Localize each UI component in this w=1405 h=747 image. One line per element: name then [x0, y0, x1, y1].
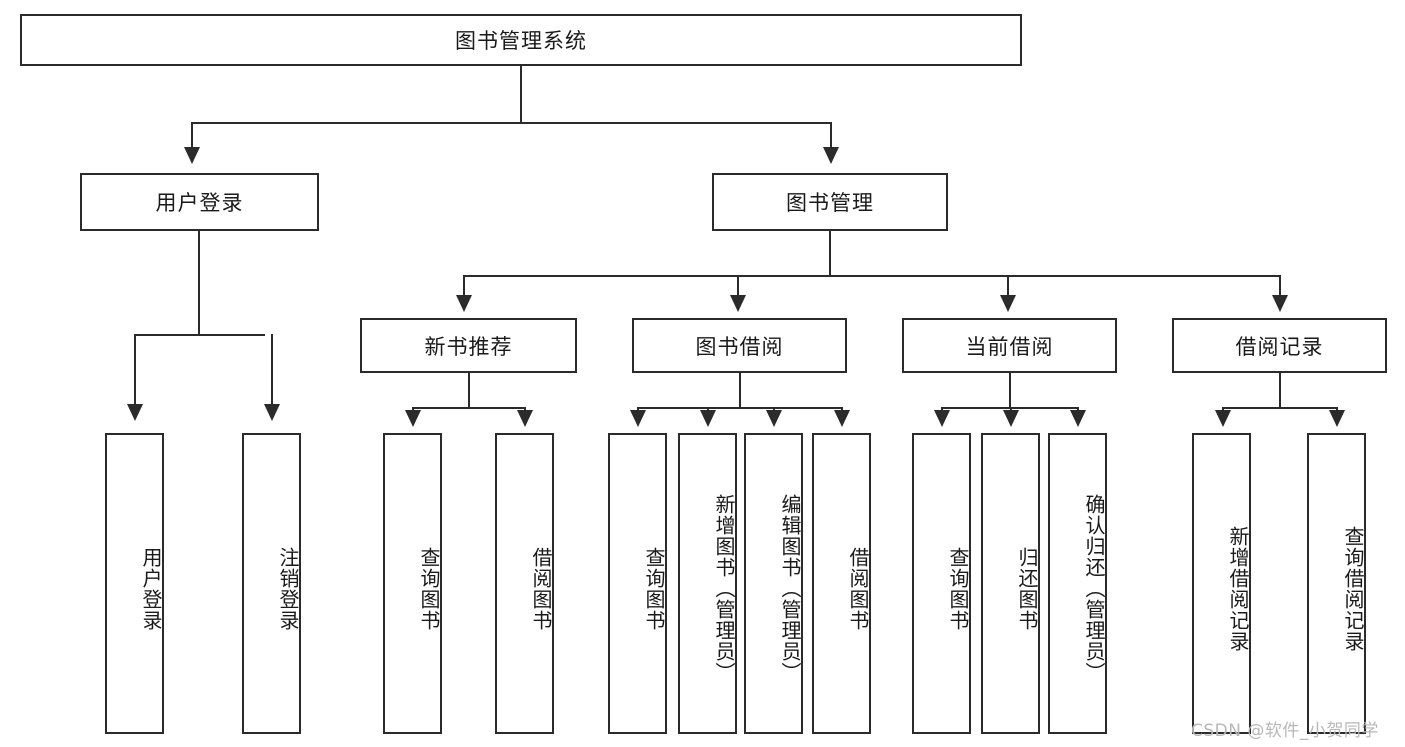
connector-borrow-record-bus: [1222, 407, 1338, 409]
node-current-borrow[interactable]: 当前借阅: [902, 318, 1117, 373]
node-label: 确认归还（管理员）: [1082, 494, 1106, 683]
connector-drop-borrow-record: [1279, 275, 1281, 297]
connector-drop-leaf-borrow-book-1: [524, 407, 526, 412]
node-leaf-return-book[interactable]: 归还图书: [981, 433, 1040, 734]
connector-drop-leaf-confirm-return: [1077, 407, 1079, 412]
connector-drop-leaf-borrow-book-2: [841, 407, 843, 412]
arrowhead-leaf-borrow-book-1: [517, 410, 533, 427]
connector-user-login-stem: [198, 231, 200, 335]
node-label: 用户登录: [139, 546, 163, 631]
node-book-management[interactable]: 图书管理: [712, 173, 948, 231]
node-leaf-borrow-book-1[interactable]: 借阅图书: [495, 433, 554, 734]
connector-level1-bus: [191, 122, 832, 124]
connector-drop-leaf-logout-login: [271, 334, 273, 406]
connector-new-book-recommend-bus: [412, 407, 526, 409]
arrowhead-leaf-query-record: [1329, 410, 1345, 427]
node-leaf-query-book-1[interactable]: 查询图书: [383, 433, 442, 734]
node-label: 新书推荐: [424, 334, 513, 359]
arrowhead-borrow-record: [1272, 295, 1288, 312]
node-label: 注销登录: [276, 546, 300, 631]
connector-user-login-bus: [134, 334, 265, 336]
arrowhead-leaf-logout-login: [264, 404, 280, 421]
arrowhead-book-borrow: [730, 295, 746, 312]
connector-borrow-record-stem: [1279, 373, 1281, 409]
connector-drop-leaf-query-record: [1336, 407, 1338, 412]
connector-drop-leaf-return-book: [1010, 407, 1012, 412]
arrowhead-leaf-add-book: [700, 410, 716, 427]
node-label: 查询借阅记录: [1341, 525, 1365, 652]
node-leaf-query-book-3[interactable]: 查询图书: [912, 433, 971, 734]
node-label: 当前借阅: [965, 334, 1054, 359]
connector-book-management-stem: [829, 231, 831, 276]
node-label: 编辑图书（管理员）: [778, 494, 802, 683]
node-leaf-query-record[interactable]: 查询借阅记录: [1307, 433, 1366, 734]
node-user-login[interactable]: 用户登录: [80, 173, 319, 231]
node-label: 借阅图书: [846, 546, 870, 631]
connector-drop-leaf-edit-book: [773, 407, 775, 412]
node-label: 查询图书: [417, 546, 441, 631]
connector-drop-leaf-query-book-1: [412, 407, 414, 412]
node-label: 借阅记录: [1235, 334, 1324, 359]
connector-drop-leaf-user-login: [134, 334, 136, 406]
arrowhead-leaf-return-book: [1003, 410, 1019, 427]
connector-level3-bus: [463, 275, 1281, 277]
arrowhead-new-book-recommend: [456, 295, 472, 312]
arrowhead-leaf-add-record: [1215, 410, 1231, 427]
connector-drop-current-borrow: [1007, 275, 1009, 297]
connector-book-borrow-bus: [637, 407, 843, 409]
node-label: 归还图书: [1015, 546, 1039, 631]
node-label: 图书管理: [786, 191, 874, 215]
node-label: 查询图书: [642, 546, 666, 631]
node-leaf-edit-book[interactable]: 编辑图书（管理员）: [744, 433, 803, 734]
arrowhead-leaf-user-login: [127, 404, 143, 421]
watermark-csdn: CSDN @软件_小贺同学: [1191, 721, 1379, 741]
connector-drop-user-login: [191, 122, 193, 149]
connector-drop-leaf-add-book: [707, 407, 709, 412]
connector-drop-leaf-query-book-3: [941, 407, 943, 412]
connector-drop-new-book-recommend: [463, 275, 465, 297]
connector-drop-leaf-query-book-2: [637, 407, 639, 412]
node-leaf-query-book-2[interactable]: 查询图书: [608, 433, 667, 734]
node-label: 图书管理系统: [455, 29, 587, 53]
connector-drop-book-management: [830, 122, 832, 149]
node-book-borrow[interactable]: 图书借阅: [632, 318, 847, 373]
node-leaf-logout-login[interactable]: 注销登录: [242, 433, 301, 734]
node-leaf-user-login[interactable]: 用户登录: [105, 433, 164, 734]
arrowhead-leaf-query-book-1: [405, 410, 421, 427]
arrowhead-leaf-query-book-2: [630, 410, 646, 427]
node-label: 新增图书（管理员）: [712, 494, 736, 683]
node-leaf-add-record[interactable]: 新增借阅记录: [1192, 433, 1251, 734]
connector-new-book-recommend-stem: [468, 373, 470, 409]
node-label: 借阅图书: [529, 546, 553, 631]
connector-book-borrow-stem: [739, 373, 741, 409]
node-label: 查询图书: [946, 546, 970, 631]
arrowhead-leaf-edit-book: [766, 410, 782, 427]
arrowhead-leaf-borrow-book-2: [834, 410, 850, 427]
node-label: 图书借阅: [695, 334, 784, 359]
arrowhead-user-login: [184, 147, 200, 164]
connector-root-stem: [520, 66, 522, 123]
arrowhead-leaf-confirm-return: [1070, 410, 1086, 427]
arrowhead-current-borrow: [1000, 295, 1016, 312]
node-label: 用户登录: [155, 191, 244, 215]
node-leaf-borrow-book-2[interactable]: 借阅图书: [812, 433, 871, 734]
arrowhead-leaf-query-book-3: [934, 410, 950, 427]
connector-current-borrow-stem: [1009, 373, 1011, 409]
node-label: 新增借阅记录: [1226, 525, 1250, 652]
node-new-book-recommend[interactable]: 新书推荐: [360, 318, 577, 373]
node-leaf-confirm-return[interactable]: 确认归还（管理员）: [1048, 433, 1107, 734]
connector-drop-leaf-add-record: [1222, 407, 1224, 412]
connector-drop-book-borrow: [737, 275, 739, 297]
node-leaf-add-book[interactable]: 新增图书（管理员）: [678, 433, 737, 734]
arrowhead-book-management: [823, 147, 839, 164]
node-system-root[interactable]: 图书管理系统: [20, 14, 1022, 66]
node-borrow-record[interactable]: 借阅记录: [1172, 318, 1387, 373]
